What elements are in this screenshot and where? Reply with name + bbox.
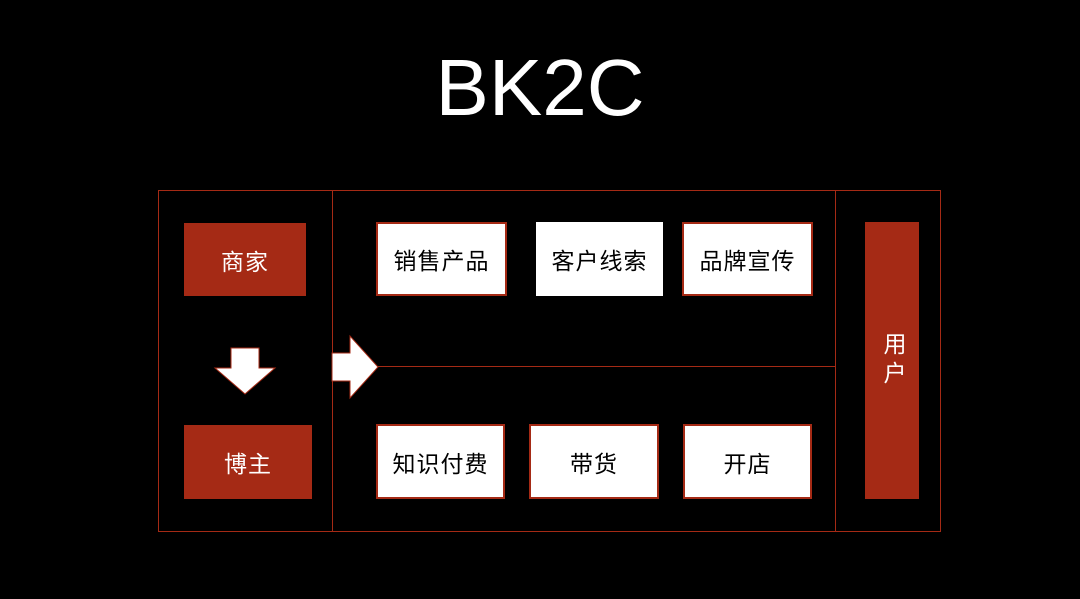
live-selling-box: 带货 <box>529 424 659 499</box>
open-store-box: 开店 <box>683 424 812 499</box>
brand-promotion-box: 品牌宣传 <box>682 222 813 296</box>
blogger-box: 博主 <box>184 425 312 499</box>
user-label: 用户 <box>879 331 905 390</box>
arrow-right-icon <box>331 334 379 400</box>
merchant-box: 商家 <box>184 223 306 296</box>
arrow-down-icon <box>213 347 277 395</box>
middle-divider <box>332 366 836 367</box>
sell-products-box: 销售产品 <box>376 222 507 296</box>
customer-leads-box: 客户线索 <box>536 222 663 296</box>
page-title: BK2C <box>435 43 645 132</box>
right-panel <box>835 190 941 532</box>
knowledge-payment-box: 知识付费 <box>376 424 505 499</box>
user-box: 用户 <box>865 222 919 499</box>
